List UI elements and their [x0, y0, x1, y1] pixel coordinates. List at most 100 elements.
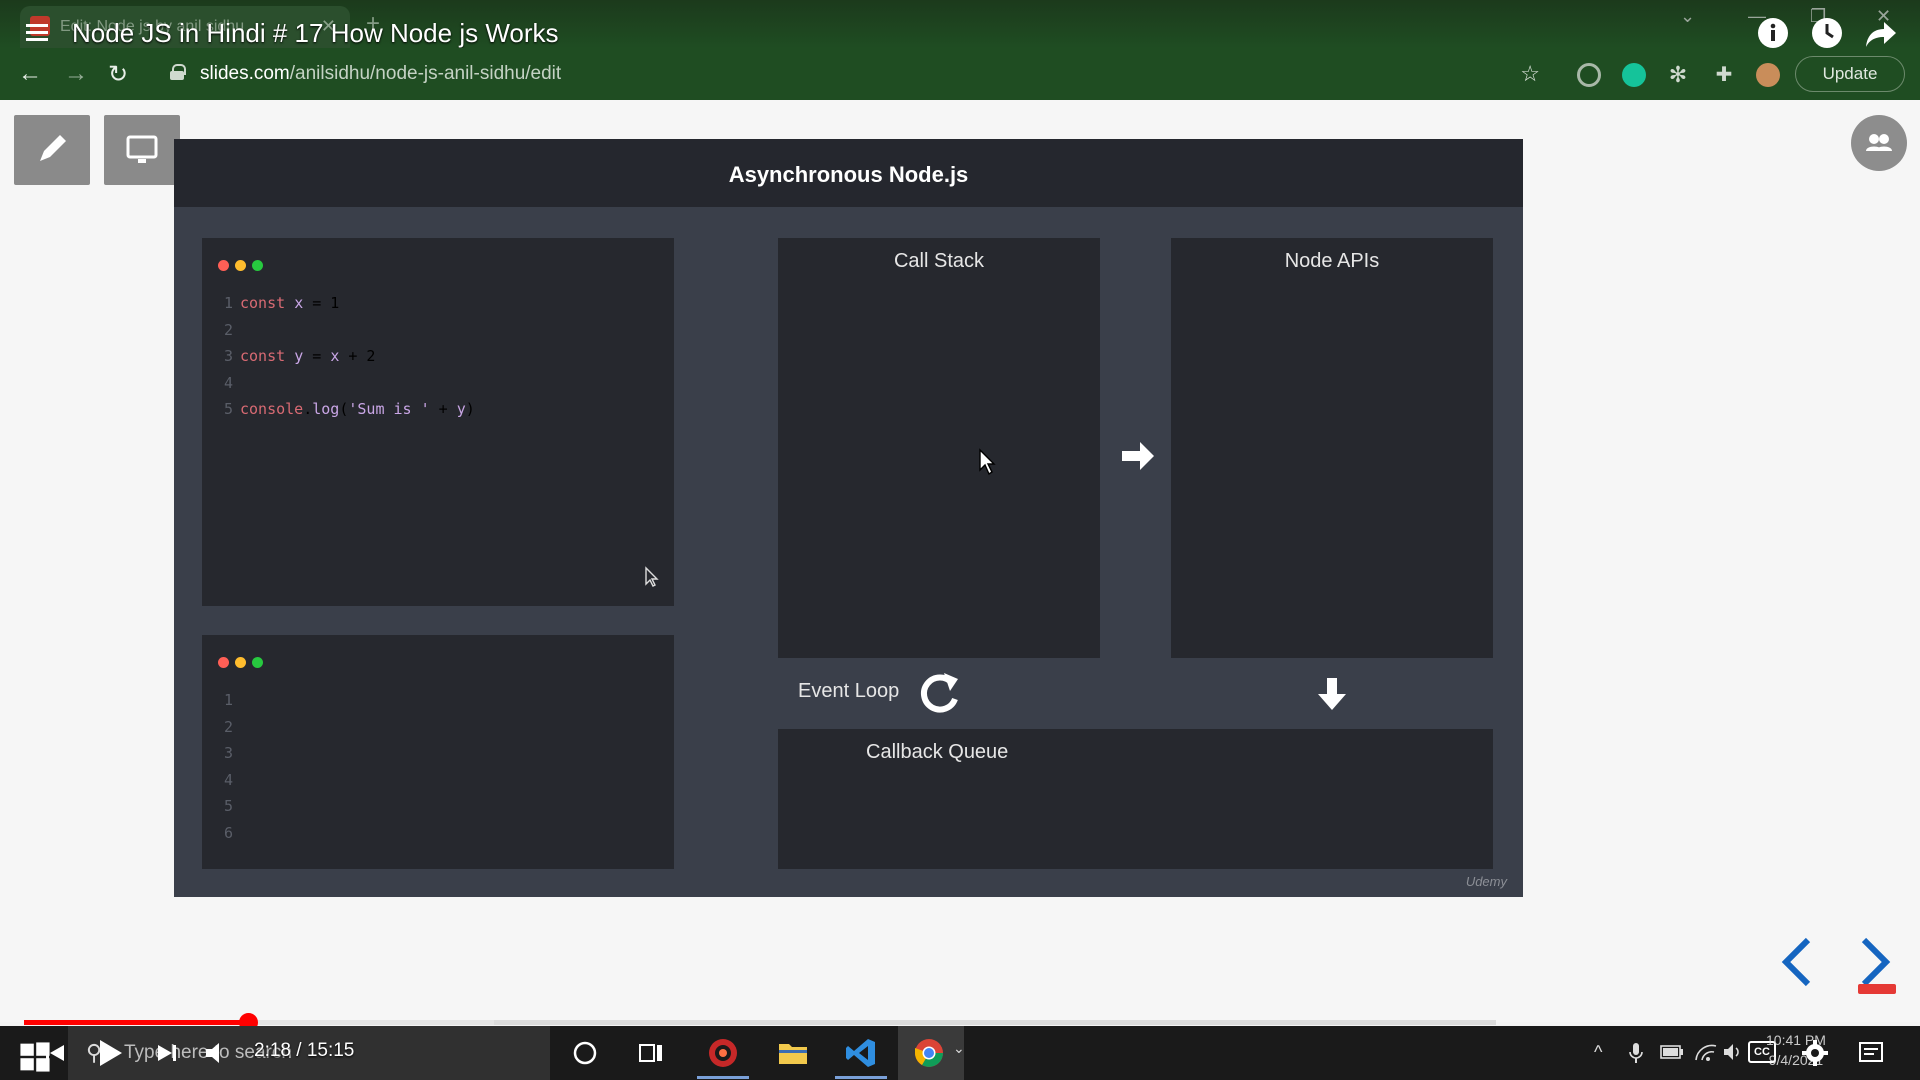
mouse-pointer-icon	[979, 448, 996, 476]
console-line: 1	[224, 687, 240, 714]
window-dots	[218, 655, 269, 673]
browser-tab-bar: Edit: Node js by anil sidhu ✕ + ⌄ — ❐ ✕	[0, 0, 1920, 48]
arrow-down-icon	[1318, 678, 1346, 710]
browser-tab[interactable]: Edit: Node js by anil sidhu ✕	[20, 6, 350, 48]
url-host: slides.com	[200, 63, 290, 84]
taskbar-search-box[interactable]	[68, 1026, 550, 1080]
line-number: 2	[224, 320, 234, 339]
console-line: 5	[224, 793, 240, 820]
line-number: 1	[224, 294, 234, 312]
previous-slide-icon[interactable]	[1780, 936, 1814, 988]
previous-video-icon[interactable]	[44, 1042, 66, 1064]
back-icon[interactable]: ←	[18, 60, 42, 87]
code-line: 2	[224, 317, 475, 344]
event-loop-label: Event Loop	[798, 680, 900, 702]
call-stack-label: Call Stack	[893, 250, 985, 272]
collaborators-button[interactable]	[1851, 115, 1907, 171]
dot-red-icon	[218, 260, 229, 271]
chrome-dropdown-chevron-icon[interactable]: ⌄	[953, 1040, 965, 1056]
vscode-icon[interactable]	[844, 1036, 878, 1070]
console-line: 2	[224, 714, 240, 741]
file-explorer-icon[interactable]	[776, 1036, 810, 1070]
cursor-icon	[645, 566, 659, 587]
cortana-icon[interactable]	[568, 1036, 602, 1070]
volume-icon[interactable]	[204, 1041, 230, 1065]
code-text: const x = 1	[240, 294, 340, 312]
settings-gear-icon[interactable]	[1799, 1037, 1831, 1069]
console-line-numbers: 1 2 3 4 5 6	[224, 687, 240, 846]
subscribe-badge-icon[interactable]	[1858, 984, 1896, 994]
code-line: 1 const x = 1	[224, 290, 475, 317]
dot-green-icon	[252, 657, 263, 668]
slide-preview[interactable]: Asynchronous Node.js 1 const x = 1 2 3 const…	[174, 139, 1523, 897]
new-tab-icon[interactable]: +	[366, 10, 381, 37]
dot-green-icon	[252, 260, 263, 271]
edit-pencil-button[interactable]	[14, 115, 90, 185]
running-app-indicator	[835, 1076, 887, 1079]
wifi-icon[interactable]	[1694, 1042, 1718, 1062]
running-app-indicator	[697, 1076, 749, 1079]
present-button[interactable]	[104, 115, 180, 185]
play-icon[interactable]	[96, 1038, 124, 1068]
console-line: 6	[224, 820, 240, 847]
omnibox[interactable]: slides.com/anilsidhu/node-js-anil-sidhu/…	[160, 56, 1540, 92]
video-time-display: 2:18 / 15:15	[254, 1040, 355, 1061]
url-path: /anilsidhu/node-js-anil-sidhu/edit	[289, 63, 562, 84]
action-center-icon[interactable]	[1857, 1040, 1887, 1068]
slide-title: Asynchronous Node.js	[174, 139, 1523, 207]
react-devtools-icon[interactable]: ✻	[1668, 62, 1688, 87]
minimize-icon[interactable]: —	[1748, 6, 1766, 26]
code-text: console.log('Sum is ' + y)	[240, 400, 475, 418]
line-number: 3	[224, 744, 234, 762]
close-tab-icon[interactable]: ✕	[320, 16, 336, 36]
microphone-icon[interactable]	[1628, 1041, 1644, 1065]
dot-yellow-icon	[235, 657, 246, 668]
info-icon[interactable]	[1756, 16, 1790, 50]
code-line: 4	[224, 370, 475, 397]
next-video-icon[interactable]	[156, 1042, 178, 1064]
console-line: 3	[224, 740, 240, 767]
video-progress-track[interactable]	[24, 1020, 1496, 1025]
watch-later-icon[interactable]	[1810, 16, 1844, 50]
line-number: 2	[224, 717, 234, 736]
arrow-right-icon	[1122, 442, 1154, 470]
playlist-menu-icon[interactable]	[26, 24, 48, 42]
line-number: 5	[224, 797, 234, 815]
node-apis-label: Node APIs	[1284, 250, 1380, 272]
console-line: 4	[224, 767, 240, 794]
video-title[interactable]: Node JS in Hindi # 17 How Node js Works	[72, 18, 559, 48]
tab-search-icon[interactable]: ⌄	[1680, 6, 1696, 26]
recording-app-icon[interactable]	[706, 1036, 740, 1070]
closed-captions-button[interactable]: CC	[1748, 1041, 1776, 1063]
profile-avatar[interactable]	[1756, 63, 1780, 87]
line-number: 6	[224, 823, 234, 842]
grammarly-extension-icon[interactable]	[1622, 63, 1646, 87]
task-view-icon[interactable]	[634, 1036, 668, 1070]
extensions-puzzle-icon[interactable]: ✚	[1715, 64, 1733, 86]
update-button[interactable]: Update	[1795, 56, 1905, 92]
dot-yellow-icon	[235, 260, 246, 271]
reload-icon[interactable]: ↻	[108, 61, 129, 88]
node-apis-box: Node APIs	[1171, 238, 1493, 658]
chrome-icon[interactable]	[912, 1036, 946, 1070]
browser-tab-title: Edit: Node js by anil sidhu	[60, 18, 245, 35]
forward-icon[interactable]: →	[64, 60, 88, 87]
search-icon: ⚲	[86, 1040, 103, 1065]
bookmark-star-icon[interactable]: ☆	[1520, 61, 1540, 86]
share-icon[interactable]	[1864, 16, 1898, 50]
line-number: 3	[224, 347, 234, 365]
video-progress-played	[24, 1020, 248, 1025]
extension-record-icon[interactable]	[1577, 63, 1601, 87]
udemy-watermark: Udemy	[1465, 874, 1507, 889]
battery-icon[interactable]	[1660, 1044, 1684, 1060]
pencil-icon	[40, 135, 66, 161]
video-progress-buffer	[24, 1020, 494, 1025]
call-stack-box: Call Stack	[778, 238, 1100, 658]
show-hidden-icons-chevron-icon[interactable]: ^	[1594, 1042, 1603, 1062]
next-slide-icon[interactable]	[1858, 936, 1892, 988]
lock-icon	[170, 64, 186, 80]
speaker-icon[interactable]	[1722, 1042, 1744, 1062]
close-window-icon[interactable]: ✕	[1876, 6, 1892, 26]
